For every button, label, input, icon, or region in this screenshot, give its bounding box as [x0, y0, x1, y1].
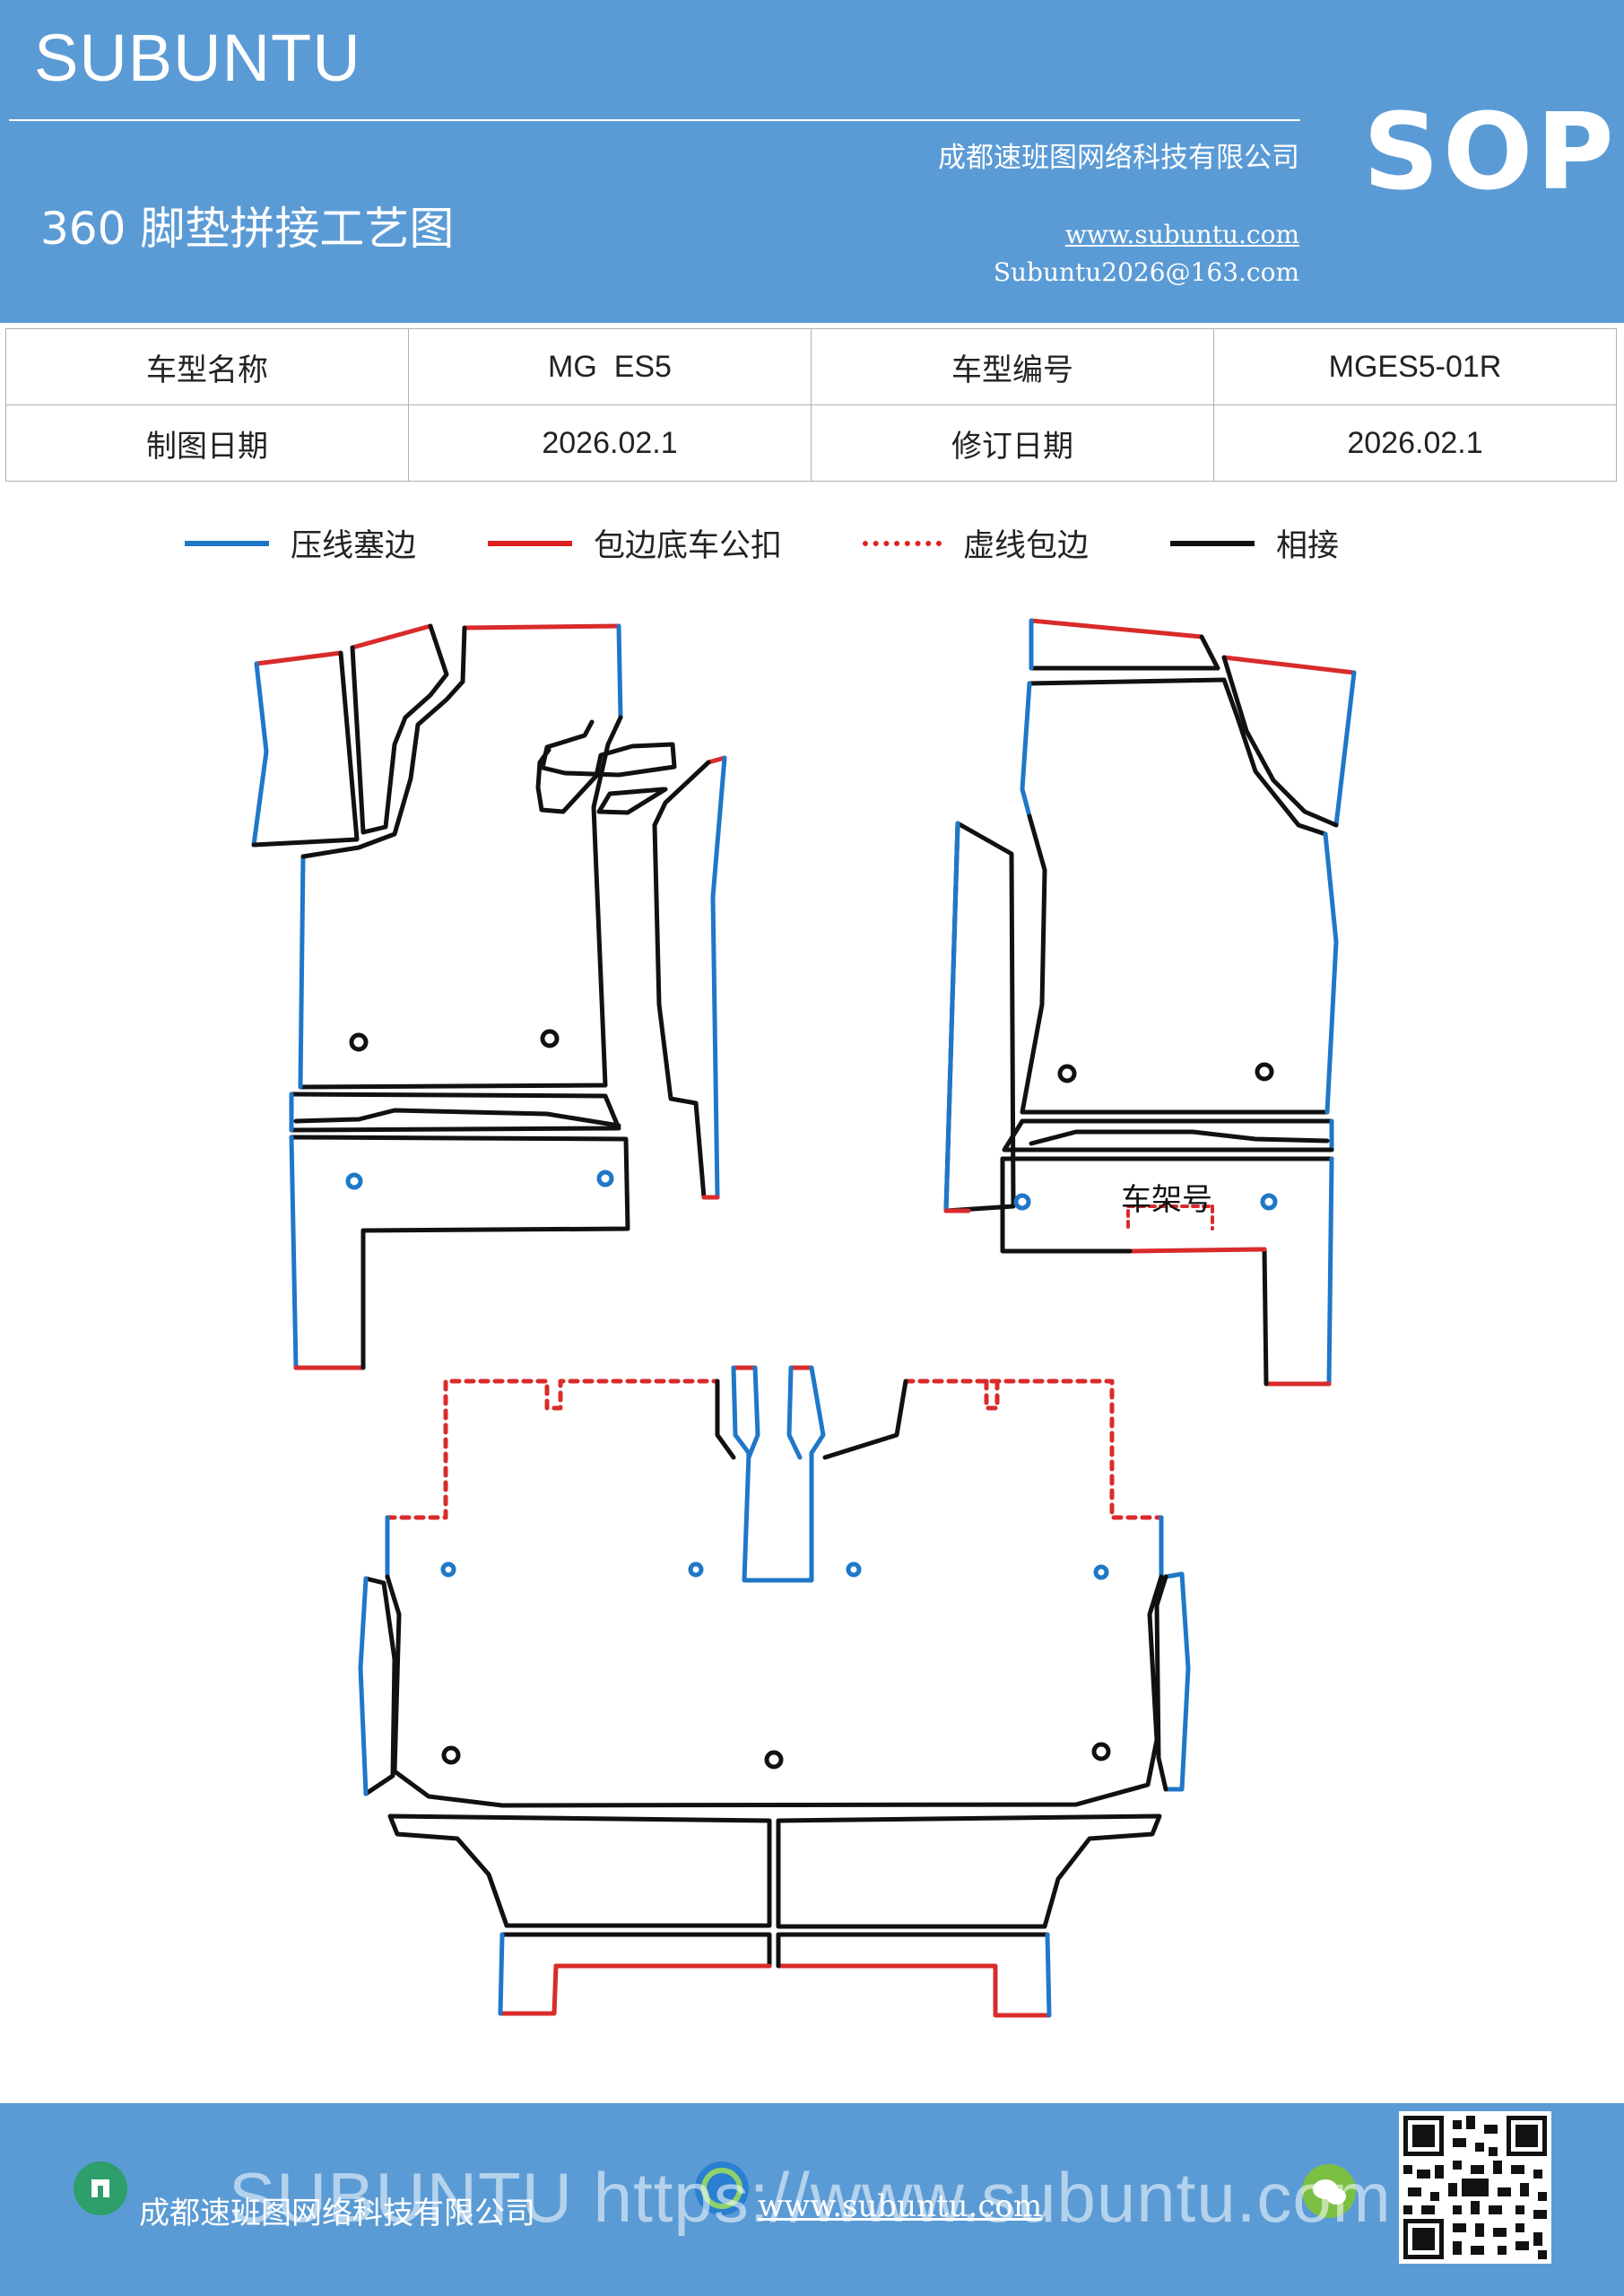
globe-icon — [695, 2161, 749, 2215]
draw-date-value: 2026.02.1 — [408, 404, 812, 482]
frame-number-label: 车架号 — [1121, 1182, 1212, 1218]
table-row: 车型名称 MG ES5 车型编号 MGES5-01R — [5, 328, 1617, 405]
right-front-mat — [943, 618, 1357, 1387]
model-name-label: 车型名称 — [5, 328, 409, 405]
floor-mat-diagram — [251, 618, 1357, 2018]
brand-name: SUBUNTU — [34, 21, 361, 95]
qr-code-icon — [1399, 2111, 1551, 2264]
revision-date-label: 修订日期 — [811, 404, 1214, 482]
header-banner: SUBUNTU 360 脚垫拼接工艺图 成都速班图网络科技有限公司 www.su… — [0, 0, 1624, 323]
document-title: 360 脚垫拼接工艺图 — [40, 203, 455, 255]
legend: 压线塞边 包边底车公扣 虚线包边 相接 — [0, 520, 1624, 574]
footer-watermark: SUBUNTU https://www.subuntu.com — [229, 2158, 1392, 2237]
legend-label: 相接 — [1276, 528, 1340, 564]
legend-swatch-black — [1170, 540, 1255, 546]
legend-label: 虚线包边 — [963, 528, 1090, 564]
website-link[interactable]: www.subuntu.com — [1064, 220, 1299, 249]
company-icon — [74, 2161, 127, 2215]
legend-swatch-red — [488, 540, 572, 546]
model-code-value: MGES5-01R — [1213, 328, 1617, 405]
table-row: 制图日期 2026.02.1 修订日期 2026.02.1 — [5, 404, 1617, 482]
sop-badge: SOP — [1363, 90, 1618, 213]
legend-label: 压线塞边 — [291, 528, 417, 564]
draw-date-label: 制图日期 — [5, 404, 409, 482]
email-address[interactable]: Subuntu2026@163.com — [993, 257, 1299, 287]
footer-website-link[interactable]: www.subuntu.com — [758, 2188, 1043, 2224]
legend-item-press-line: 压线塞边 — [185, 520, 416, 566]
legend-swatch-blue — [185, 540, 269, 546]
model-name-value: MG ES5 — [408, 328, 812, 405]
legend-swatch-red-dashed — [863, 540, 942, 546]
legend-item-dashed-edge: 虚线包边 — [863, 520, 1089, 566]
legend-item-edge-buckle: 包边底车公扣 — [488, 520, 782, 566]
legend-label: 包边底车公扣 — [594, 528, 783, 564]
wechat-icon — [1302, 2164, 1356, 2218]
left-front-mat — [251, 623, 727, 1370]
footer-company-name: 成都速班图网络科技有限公司 — [139, 2196, 535, 2231]
legend-item-joint: 相接 — [1170, 520, 1339, 566]
vehicle-info-table: 车型名称 MG ES5 车型编号 MGES5-01R 制图日期 2026.02.… — [5, 328, 1617, 482]
footer-banner: 成都速班图网络科技有限公司 www.subuntu.com SUBUNTU ht… — [0, 2103, 1624, 2296]
company-name: 成都速班图网络科技有限公司 — [938, 142, 1299, 174]
revision-date-value: 2026.02.1 — [1213, 404, 1617, 482]
rear-mat — [358, 1365, 1191, 2018]
model-code-label: 车型编号 — [811, 328, 1214, 405]
header-divider — [9, 119, 1300, 121]
